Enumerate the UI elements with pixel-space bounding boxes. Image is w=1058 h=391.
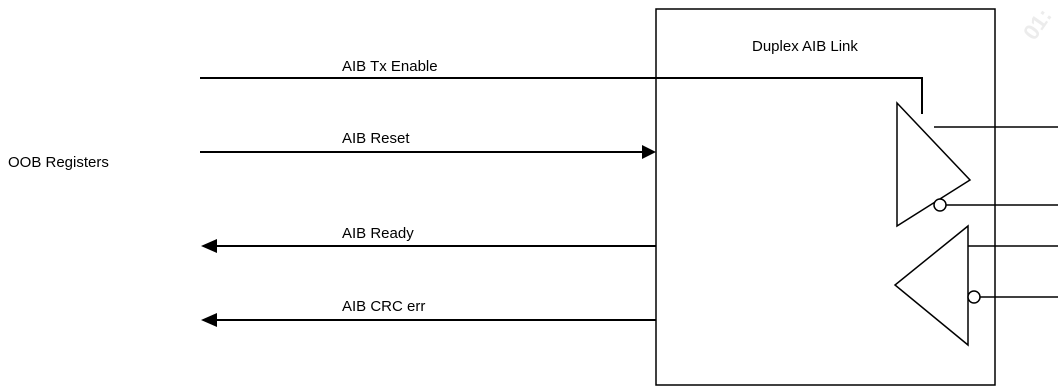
arrowhead-left-icon (201, 313, 217, 327)
tx-driver-icon (896, 101, 1058, 228)
signal-label-aib-tx-enable: AIB Tx Enable (342, 58, 438, 75)
inverter-bubble-icon (967, 290, 981, 304)
duplex-aib-link-block (655, 8, 996, 386)
arrowhead-right-icon (642, 145, 656, 159)
signal-aib-reset (200, 145, 656, 159)
arrowhead-left-icon (201, 239, 217, 253)
signal-label-aib-reset: AIB Reset (342, 130, 410, 147)
signal-label-aib-ready: AIB Ready (342, 225, 414, 242)
block-title: Duplex AIB Link (752, 38, 858, 55)
signal-aib-tx-enable (200, 77, 923, 114)
signal-label-aib-crc-err: AIB CRC err (342, 298, 426, 315)
signal-aib-ready (201, 239, 656, 253)
rx-driver-icon (893, 224, 1058, 347)
signal-aib-crc-err (201, 313, 656, 327)
oob-registers-label: OOB Registers (8, 154, 109, 171)
inverter-bubble-icon (933, 198, 947, 212)
